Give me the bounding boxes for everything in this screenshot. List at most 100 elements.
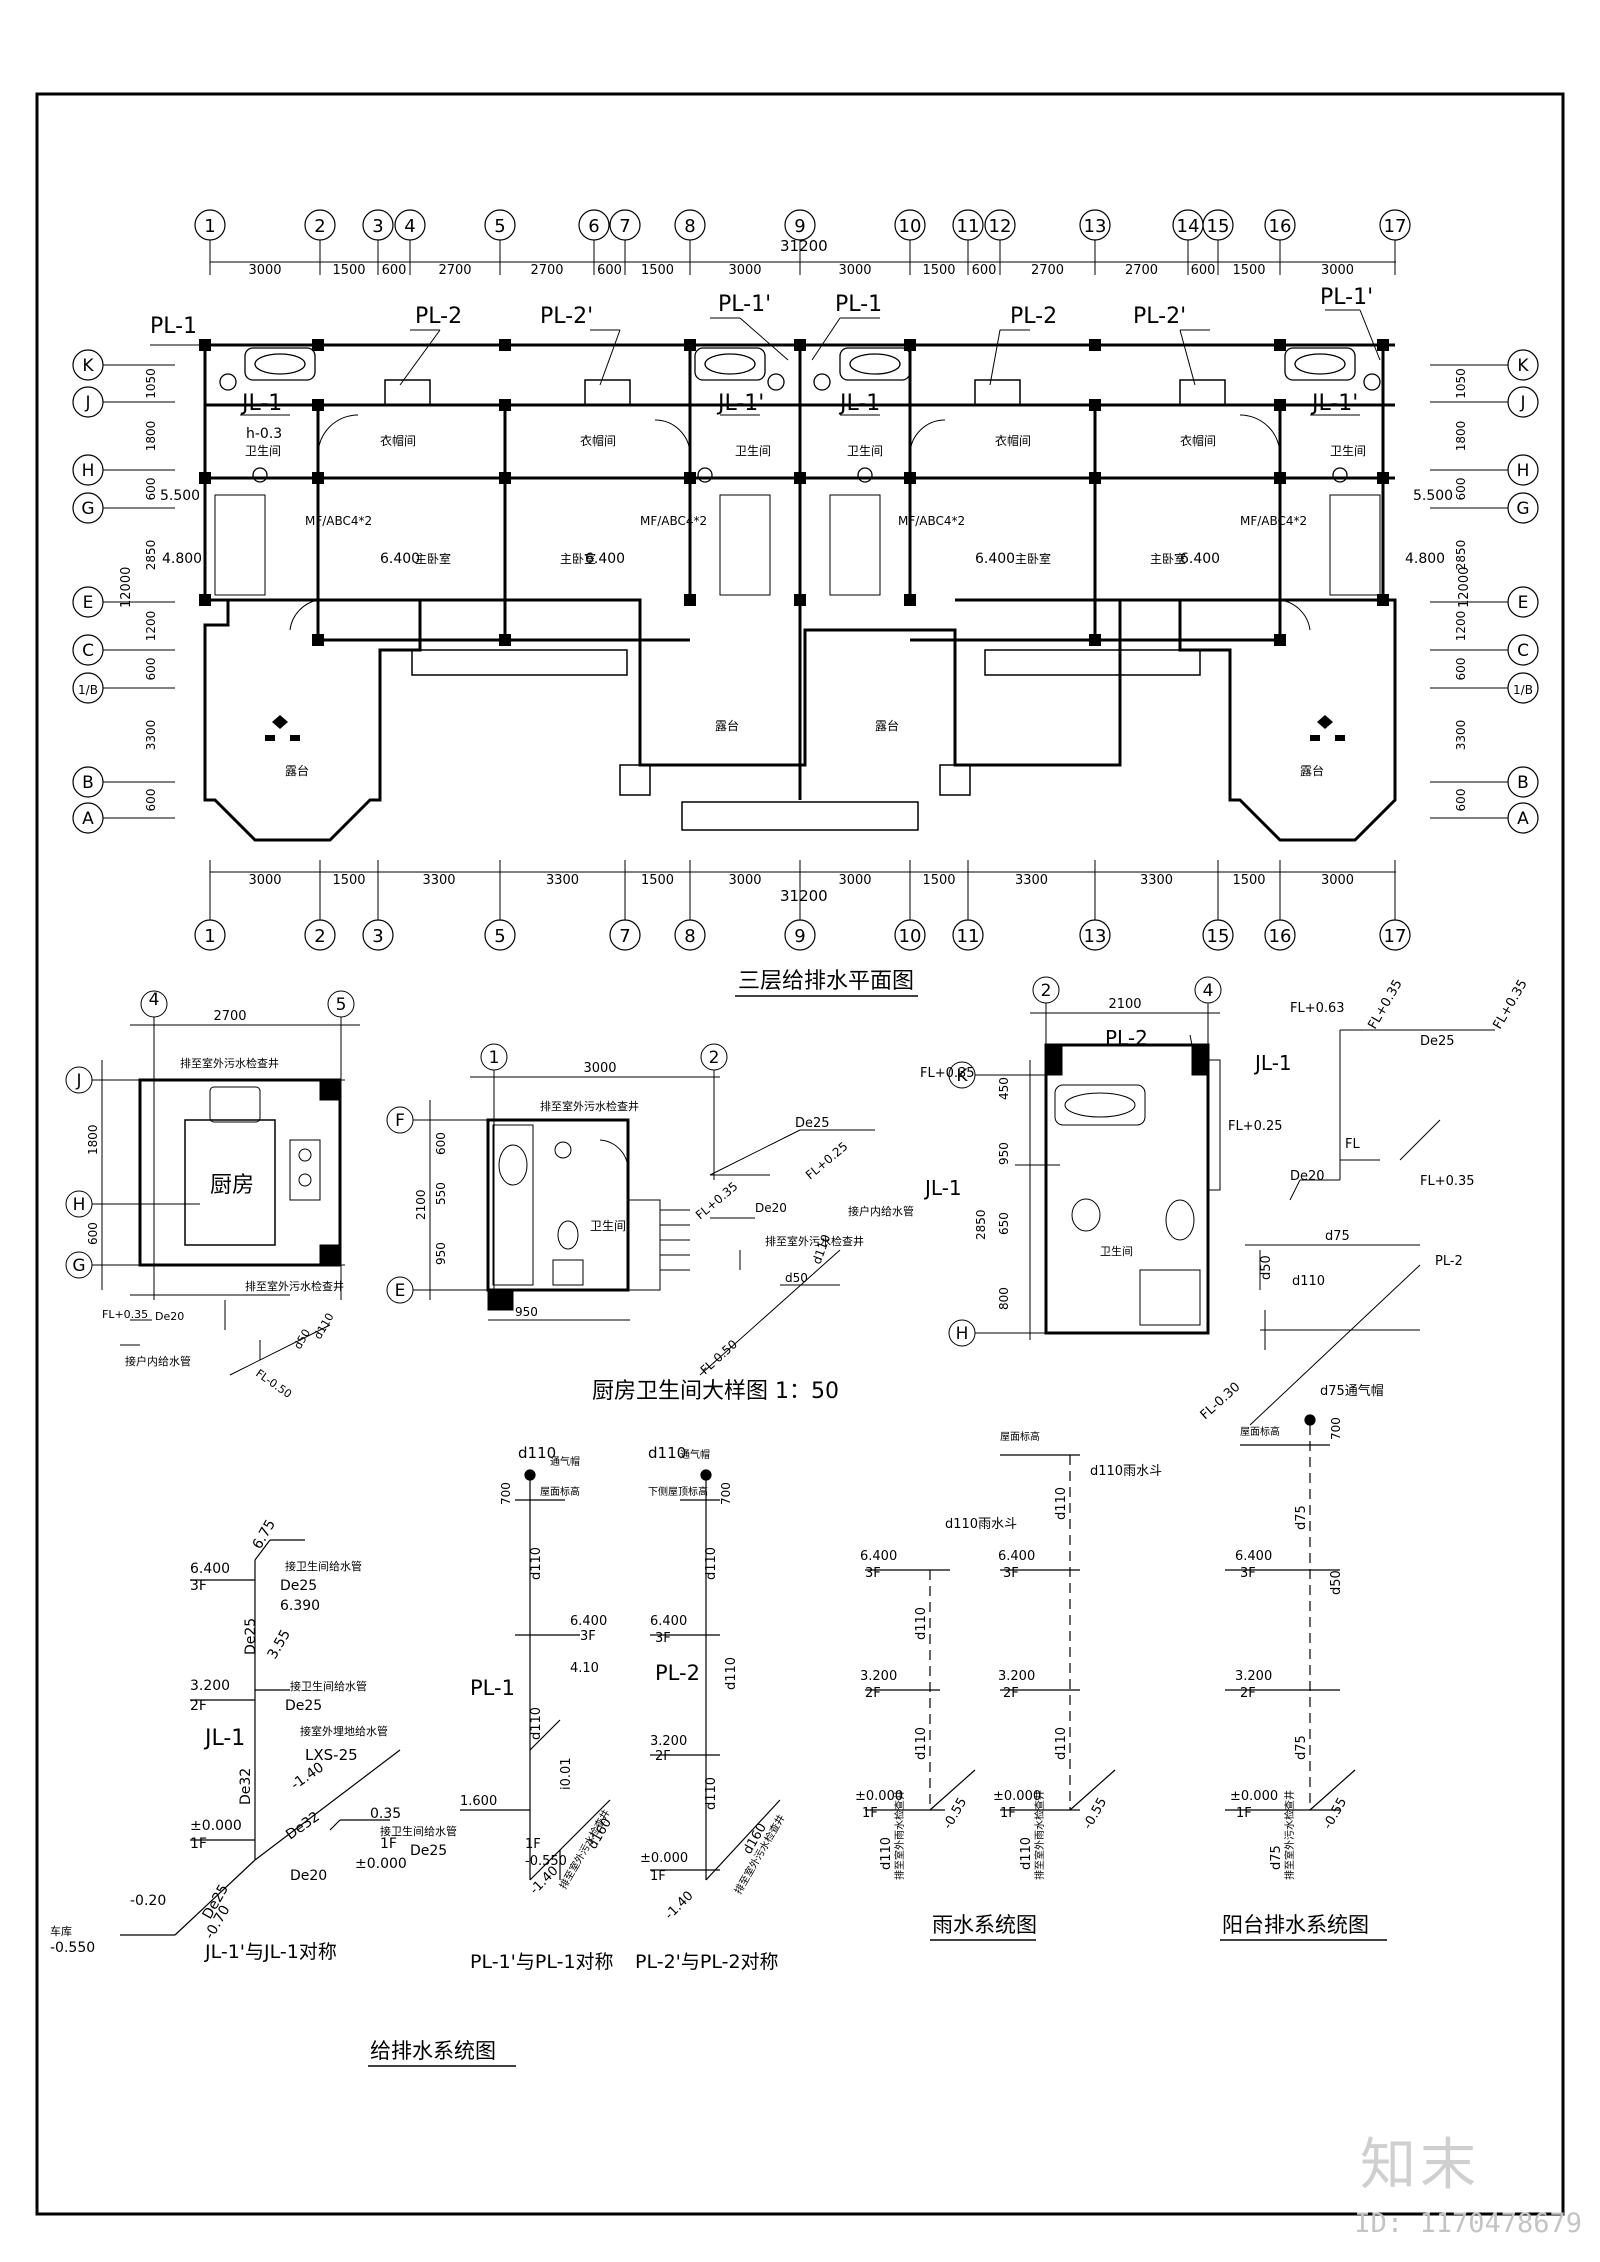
room-closet-1: 衣帽间 [380,433,416,448]
level-6400-4: 6.400 [1180,551,1220,567]
iso-fl063: FL+0.63 [1290,1001,1345,1016]
bath1-bottom-dim: 950 [515,1305,538,1319]
bath1-note-top: 排至室外污水检查井 [540,1099,639,1113]
jl-label-4: JL-1' [1310,391,1358,416]
axis-label-row: H [1517,461,1530,481]
kitchen-note-bottom: 排至室外污水检查井 [245,1279,344,1293]
axis-bubble-row [72,802,104,834]
supply-note-bath3: 接卫生间给水管 [380,1824,457,1838]
pl2-d110-a: d110 [704,1547,719,1580]
dim-label-top: 600 [1191,263,1216,278]
room-master-2: 主卧室 [560,551,596,566]
bath2-jl: JL-1 [923,1176,962,1200]
pl2-v700: 700 [719,1482,733,1505]
bath2-axis-4: 4 [1203,981,1214,1001]
level-4800-right: 4.800 [1405,551,1445,567]
room-terrace-3: 露台 [875,718,899,733]
axis-bubble-top [1202,209,1234,241]
room-bath-1: 卫生间 [245,444,281,458]
axis-bubble-bottom [1379,919,1411,951]
pl2-label: PL-2 [655,1661,700,1685]
bath1-note-supply: 接户内给水管 [848,1204,914,1218]
mf-note-1: MF/ABC4*2 [305,514,372,528]
pl2-f2: 2F [655,1749,671,1764]
row-dim-label: 600 [1454,658,1468,681]
rain-l320-a: 3.200 [860,1669,897,1684]
plan-column [1089,399,1101,411]
balcony-l000: ±0.000 [1230,1789,1278,1804]
pl1-system [460,1469,611,1881]
axis-label-bottom: 3 [372,926,383,947]
row-dim-label: 1050 [1454,368,1468,399]
pl1-vent: 通气帽 [550,1455,580,1468]
rain-v055-b: -0.55 [1080,1795,1110,1832]
balcony-d75-a: d75 [1294,1505,1309,1530]
axis-bubble-top [984,209,1016,241]
dim-label-top: 3000 [248,263,281,278]
pl2-v140: -1.40 [662,1888,696,1922]
kitchen-note-top: 排至室外污水检查井 [180,1056,279,1070]
iso-fl035c: FL+0.35 [1420,1174,1475,1189]
pl1-v410: 4.10 [570,1661,599,1676]
pl2-l640: 6.400 [650,1614,687,1629]
axis-bubble-row [1507,672,1539,704]
axis-bubble-row [1507,586,1539,618]
axis-label-bottom: 1 [204,926,215,947]
rain-f2-a: 2F [865,1686,881,1701]
axis-bubble-row [1507,349,1539,381]
bath1-axis-1: 1 [489,1048,500,1068]
watermark-logo: 知末 [1360,2133,1480,2198]
axis-label-bottom: 5 [494,926,505,947]
row-dim-label: 600 [1454,789,1468,812]
supply-de32-b: De32 [283,1809,323,1843]
axis-bubble-row [1507,766,1539,798]
supply-system [120,1539,401,1936]
dim-label-top: 2700 [438,263,471,278]
supply-de32-a: De32 [238,1768,254,1805]
plan-column [499,472,511,484]
pipe-label-pl1-b: PL-1 [835,292,882,317]
plan-column [312,339,324,351]
room-master-1: 主卧室 [415,551,451,566]
bath2-room: 卫生间 [1100,1244,1133,1258]
dim-label-bottom: 3300 [1140,873,1173,888]
axis-label-row: A [1517,809,1529,829]
kitchen-axis-5: 5 [336,995,347,1015]
pl2-l000: ±0.000 [640,1851,688,1866]
dim-label-bottom: 3000 [1321,873,1354,888]
axis-bubble-bottom [362,919,394,951]
pl2-system [650,1469,781,1881]
pl1-l1600: 1.600 [460,1794,497,1809]
room-bath-3: 卫生间 [847,444,883,458]
bath2-rowdim-3: 650 [997,1212,1011,1235]
plan-column [794,594,806,606]
supply-top-note: 车库 [50,1924,72,1938]
axis-bubble-top [194,209,226,241]
pl1-label: PL-1 [470,1676,515,1700]
iso-fl035a: FL+0.35 [1365,977,1405,1032]
dim-label-top: 3000 [838,263,871,278]
axis-bubble-bottom [484,919,516,951]
iso-pl2: PL-2 [1435,1254,1463,1269]
bath1-row-e: E [395,1281,406,1301]
pl2-vent: 通气帽 [680,1448,710,1461]
supply-caption: JL-1'与JL-1对称 [204,1941,337,1963]
pl1-roof: 屋面标高 [540,1485,580,1498]
plan-column [199,472,211,484]
level-6400-3: 6.400 [975,551,1015,567]
kitchen-d50: d50 [291,1327,313,1352]
iso-de20: De20 [1290,1169,1325,1184]
axis-bubble-row [72,454,104,486]
level-4800-left: 4.800 [162,551,202,567]
balcony-v700: 700 [1329,1417,1343,1440]
axis-bubble-top [484,209,516,241]
rain-l640-b: 6.400 [998,1549,1035,1564]
rain-title: 雨水系统图 [932,1913,1037,1937]
pipe-label-pl1p: PL-1' [718,292,771,317]
pl2-f1: 1F [650,1869,666,1884]
axis-label-top: 12 [989,216,1012,237]
dim-label-top: 2700 [530,263,563,278]
iso-d110: d110 [1292,1274,1325,1289]
watermark-id: ID: 1170478679 [1354,2208,1582,2239]
